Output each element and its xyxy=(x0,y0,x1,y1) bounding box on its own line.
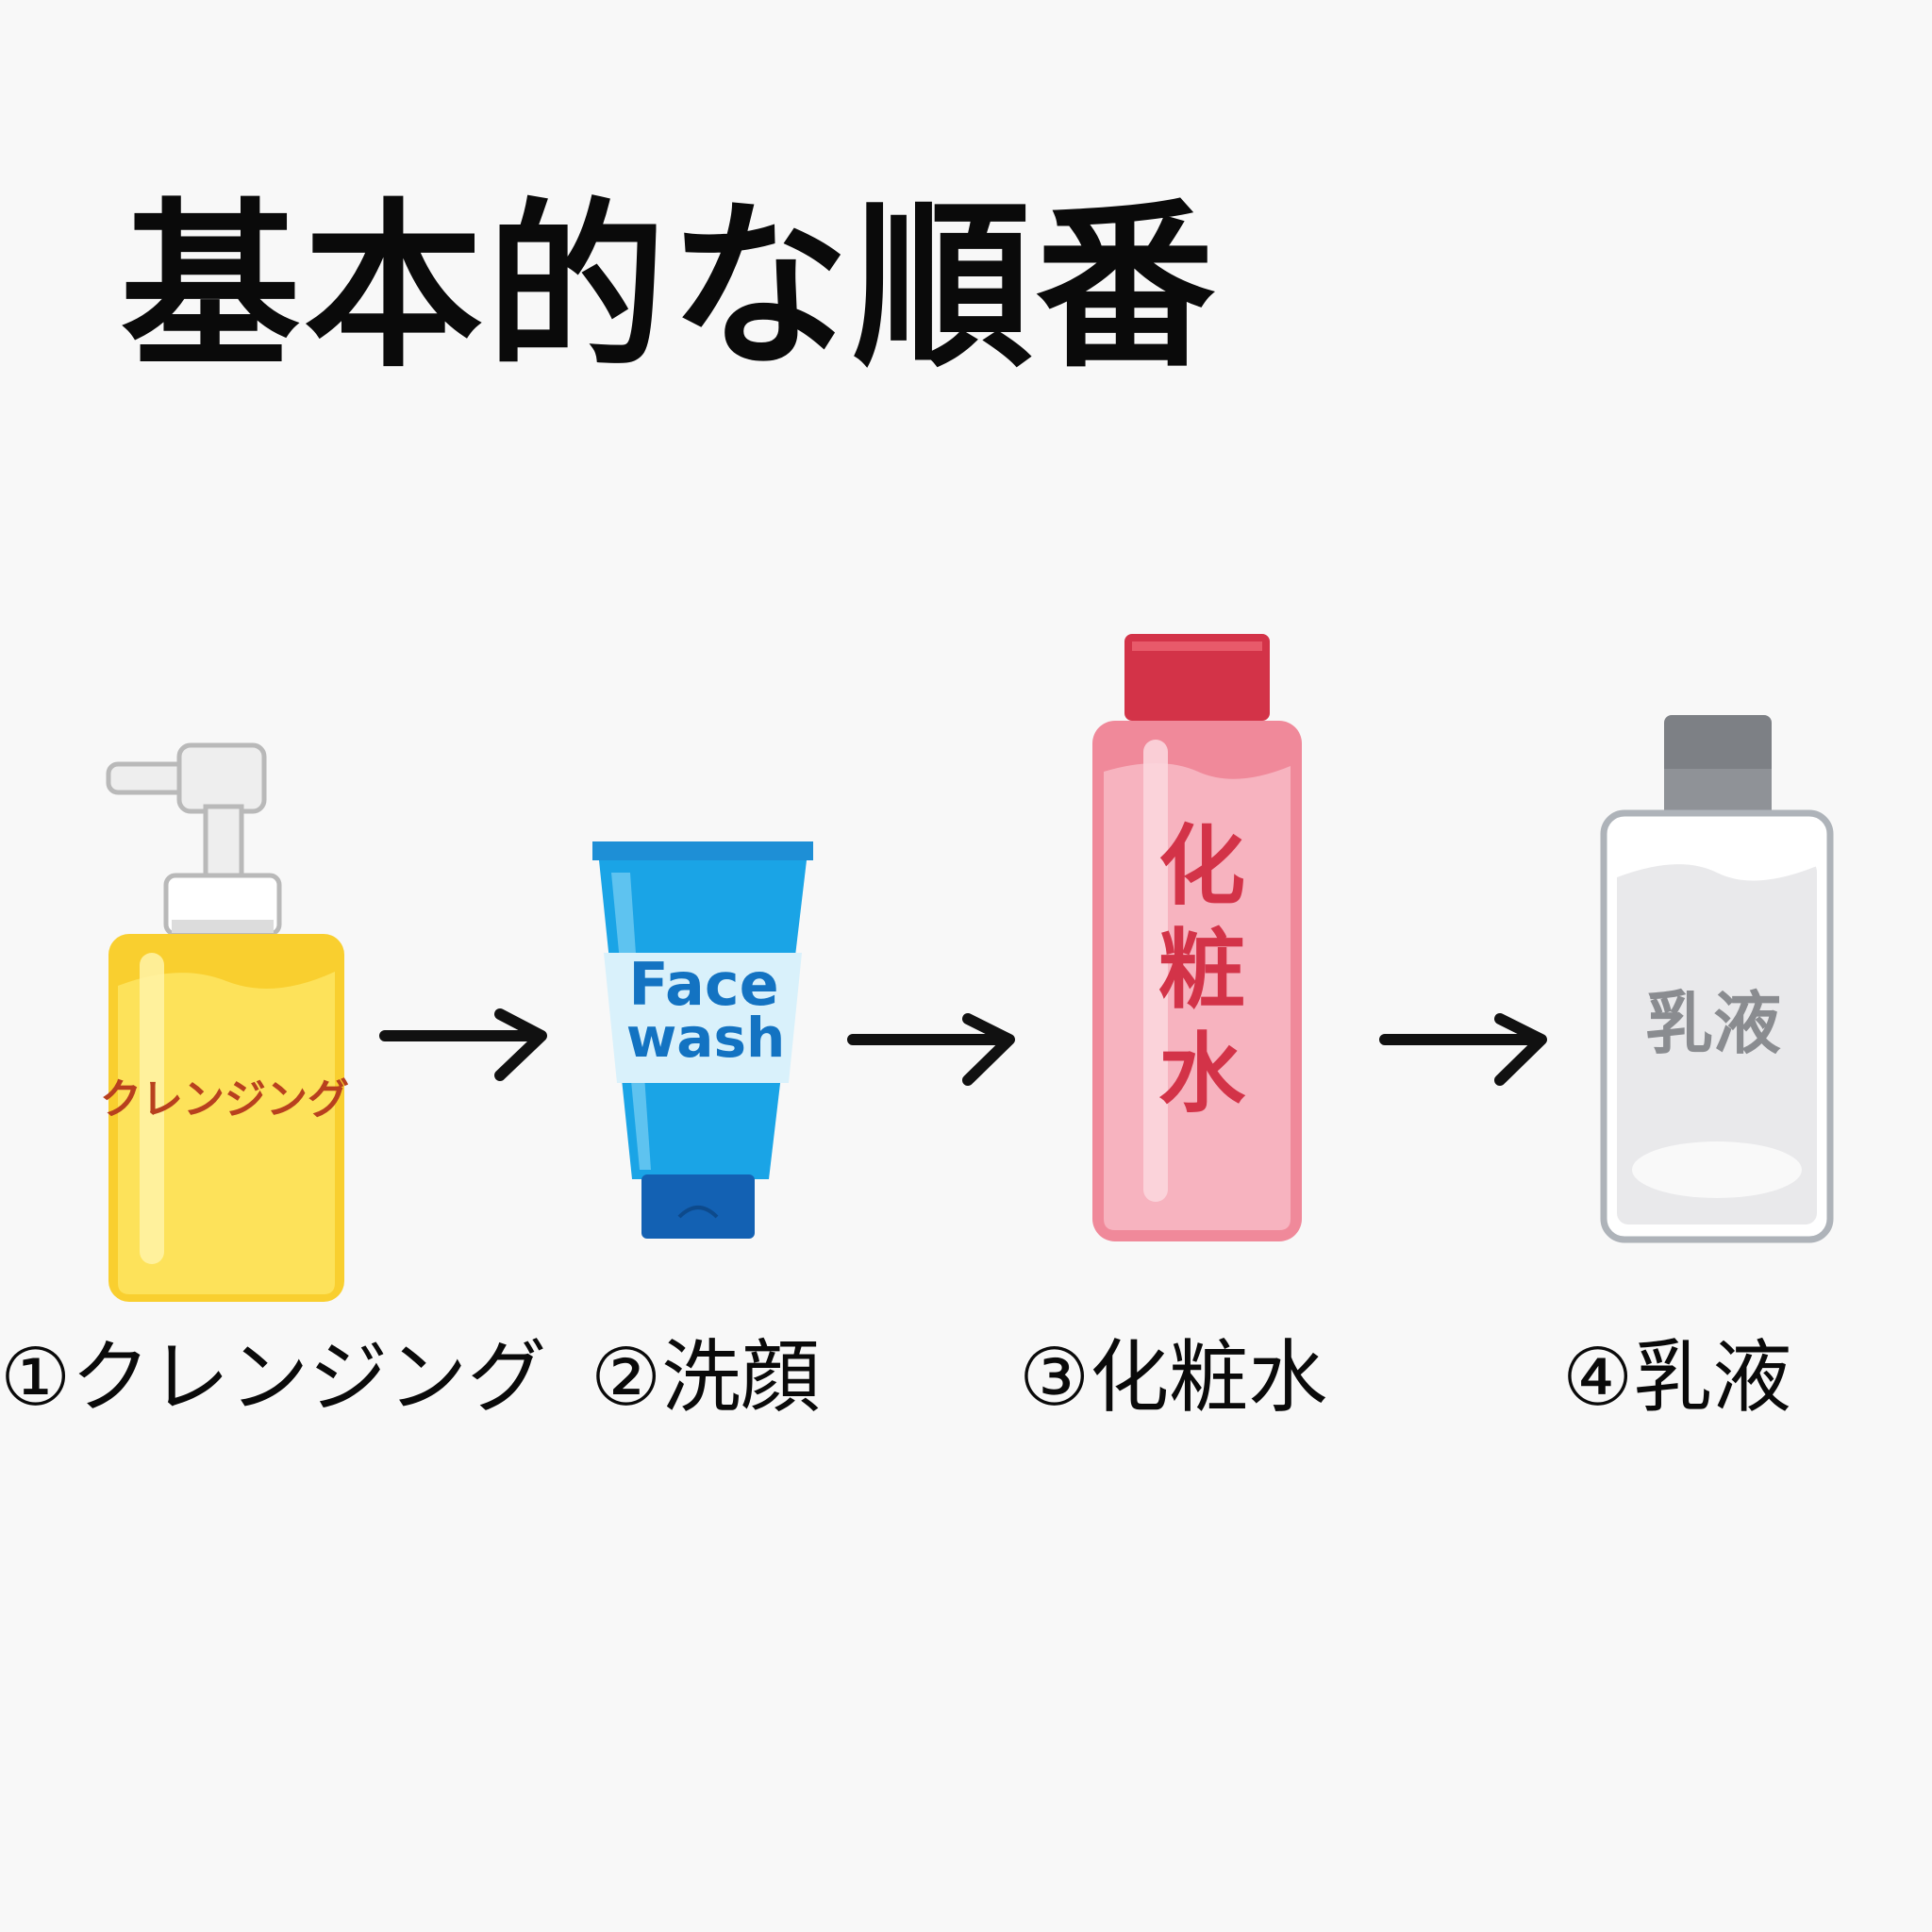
toner-label-char3: 水 xyxy=(1158,1024,1246,1124)
milk-lotion-label: 乳液 xyxy=(1645,984,1781,1063)
right-arrow-icon xyxy=(1379,1013,1547,1086)
toner-label-char1: 化 xyxy=(1158,816,1245,917)
step-label-milk-lotion: ④乳液 xyxy=(1562,1331,1792,1424)
right-arrow-icon xyxy=(379,1008,547,1081)
milk-lotion-bottle-icon: 乳液 xyxy=(1600,715,1834,1243)
pump-bottle-icon: クレンジング xyxy=(100,742,349,1302)
step-label-toner: ③化粧水 xyxy=(1019,1331,1328,1424)
step-label-cleansing: ①クレンジング xyxy=(0,1331,547,1424)
face-wash-label-line1: Face xyxy=(628,950,778,1019)
toner-label-char2: 粧 xyxy=(1158,920,1245,1021)
face-wash-tube-icon: Face wash xyxy=(592,841,813,1239)
cleansing-product-label: クレンジング xyxy=(100,1075,349,1124)
toner-bottle-icon: 化 粧 水 xyxy=(1092,634,1302,1241)
step-label-face-wash: ②洗顔 xyxy=(591,1331,821,1424)
page-title: 基本的な順番 xyxy=(121,183,1220,391)
face-wash-label-line2: wash xyxy=(626,1006,786,1070)
right-arrow-icon xyxy=(847,1013,1015,1086)
